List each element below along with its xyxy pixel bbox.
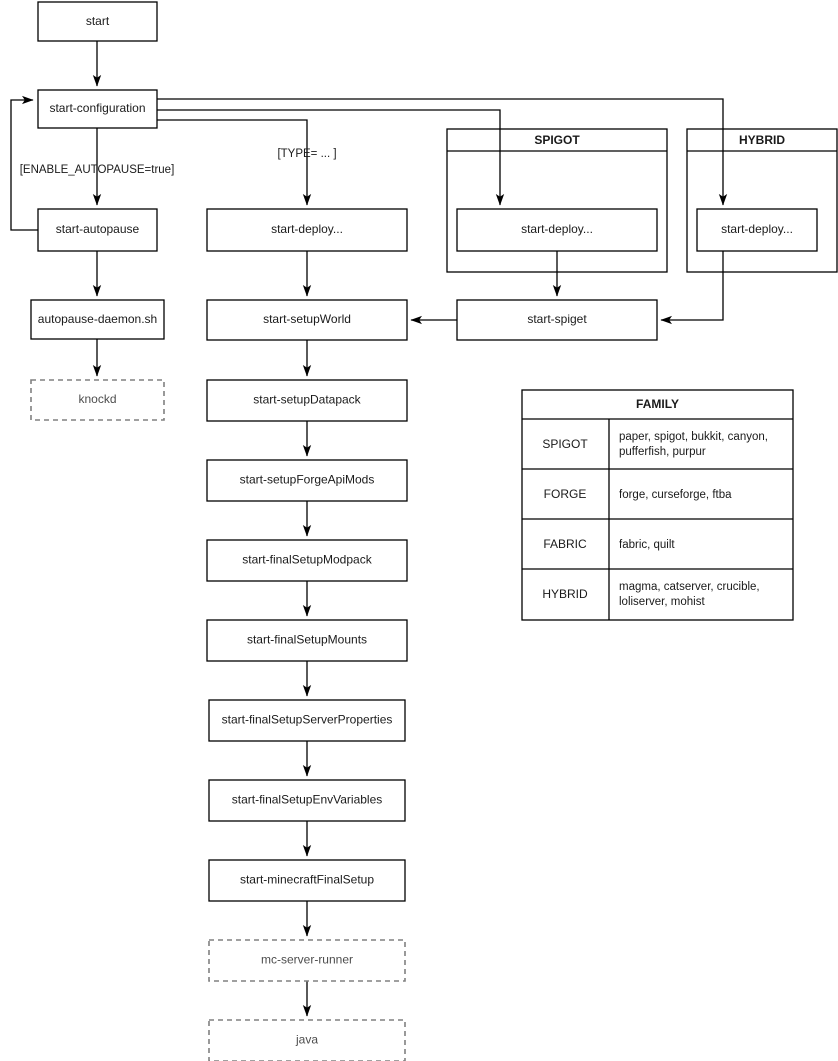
node-start-setupforgeapimods[interactable]: start-setupForgeApiMods [206,459,408,502]
node-start-deploy-spigot-label: start-deploy... [521,222,593,236]
node-start-deploy-spigot[interactable]: start-deploy... [456,208,658,252]
group-spigot: SPIGOT [446,128,668,273]
node-start-finalsetupmodpack-label: start-finalSetupModpack [242,553,372,567]
family-row-key: HYBRID [542,587,588,601]
edge-configuration-to-deploy-spigot [157,109,505,206]
node-knockd[interactable]: knockd [30,379,165,421]
node-start-minecraftfinalsetup-label: start-minecraftFinalSetup [240,873,374,887]
node-start-configuration[interactable]: start-configuration [37,89,158,129]
node-start-configuration-label: start-configuration [49,101,145,115]
family-row-value: magma, catserver, crucible, [619,581,760,593]
node-java[interactable]: java [208,1019,406,1061]
family-row-key: FORGE [544,487,587,501]
node-autopause-daemon-label: autopause-daemon.sh [38,312,157,326]
family-row-key: SPIGOT [542,437,588,451]
edge-label-enable-autopause: [ENABLE_AUTOPAUSE=true] [20,164,175,176]
node-start-spiget-label: start-spiget [527,312,587,326]
node-mc-server-runner-label: mc-server-runner [261,953,353,967]
edge-configuration-to-deploy-hybrid [157,98,728,206]
family-row-value: paper, spigot, bukkit, canyon, [619,431,768,443]
group-hybrid: HYBRID [686,128,838,273]
family-row-key: FABRIC [543,537,587,551]
group-hybrid-title: HYBRID [739,133,785,147]
node-start-deploy-hybrid[interactable]: start-deploy... [696,208,818,252]
node-start-label: start [86,14,110,28]
node-start-deploy-main[interactable]: start-deploy... [206,208,408,252]
node-start-spiget[interactable]: start-spiget [456,299,658,341]
node-start-finalsetupserverproperties[interactable]: start-finalSetupServerProperties [208,699,406,742]
node-start-finalsetupenvvariables[interactable]: start-finalSetupEnvVariables [208,779,406,822]
edge-configuration-to-deploy-main [157,119,312,206]
family-row-value: fabric, quilt [619,539,675,551]
node-start-setupdatapack-label: start-setupDatapack [253,393,361,407]
node-start-minecraftfinalsetup[interactable]: start-minecraftFinalSetup [208,859,406,902]
node-start-finalsetupmounts-label: start-finalSetupMounts [247,633,367,647]
node-start-finalsetupmodpack[interactable]: start-finalSetupModpack [206,539,408,582]
node-start-setupforgeapimods-label: start-setupForgeApiMods [240,473,375,487]
node-knockd-label: knockd [78,392,116,406]
family-row-value-line2: pufferfish, purpur [619,446,706,458]
node-start-finalsetupenvvariables-label: start-finalSetupEnvVariables [232,793,383,807]
node-start-finalsetupserverproperties-label: start-finalSetupServerProperties [222,713,393,727]
node-start-setupworld-label: start-setupWorld [263,312,351,326]
edge-label-type: [TYPE= ... ] [277,148,336,160]
node-autopause-daemon[interactable]: autopause-daemon.sh [30,299,165,340]
node-mc-server-runner[interactable]: mc-server-runner [208,939,406,982]
group-spigot-title: SPIGOT [534,133,580,147]
family-row-value: forge, curseforge, ftba [619,489,732,501]
family-row-value-line2: loliserver, mohist [619,596,705,608]
node-start-finalsetupmounts[interactable]: start-finalSetupMounts [206,619,408,662]
node-start-setupdatapack[interactable]: start-setupDatapack [206,379,408,422]
node-start-autopause-label: start-autopause [56,222,140,236]
node-start-deploy-hybrid-label: start-deploy... [721,222,793,236]
node-start-setupworld[interactable]: start-setupWorld [206,299,408,341]
node-start[interactable]: start [37,1,158,42]
family-table-title: FAMILY [636,397,679,411]
node-java-label: java [295,1033,318,1047]
edge-hybrid-deploy-to-spiget [660,251,724,325]
node-start-deploy-main-label: start-deploy... [271,222,343,236]
edge-autopause-to-configuration-loop [10,95,38,231]
node-start-autopause[interactable]: start-autopause [37,208,158,252]
